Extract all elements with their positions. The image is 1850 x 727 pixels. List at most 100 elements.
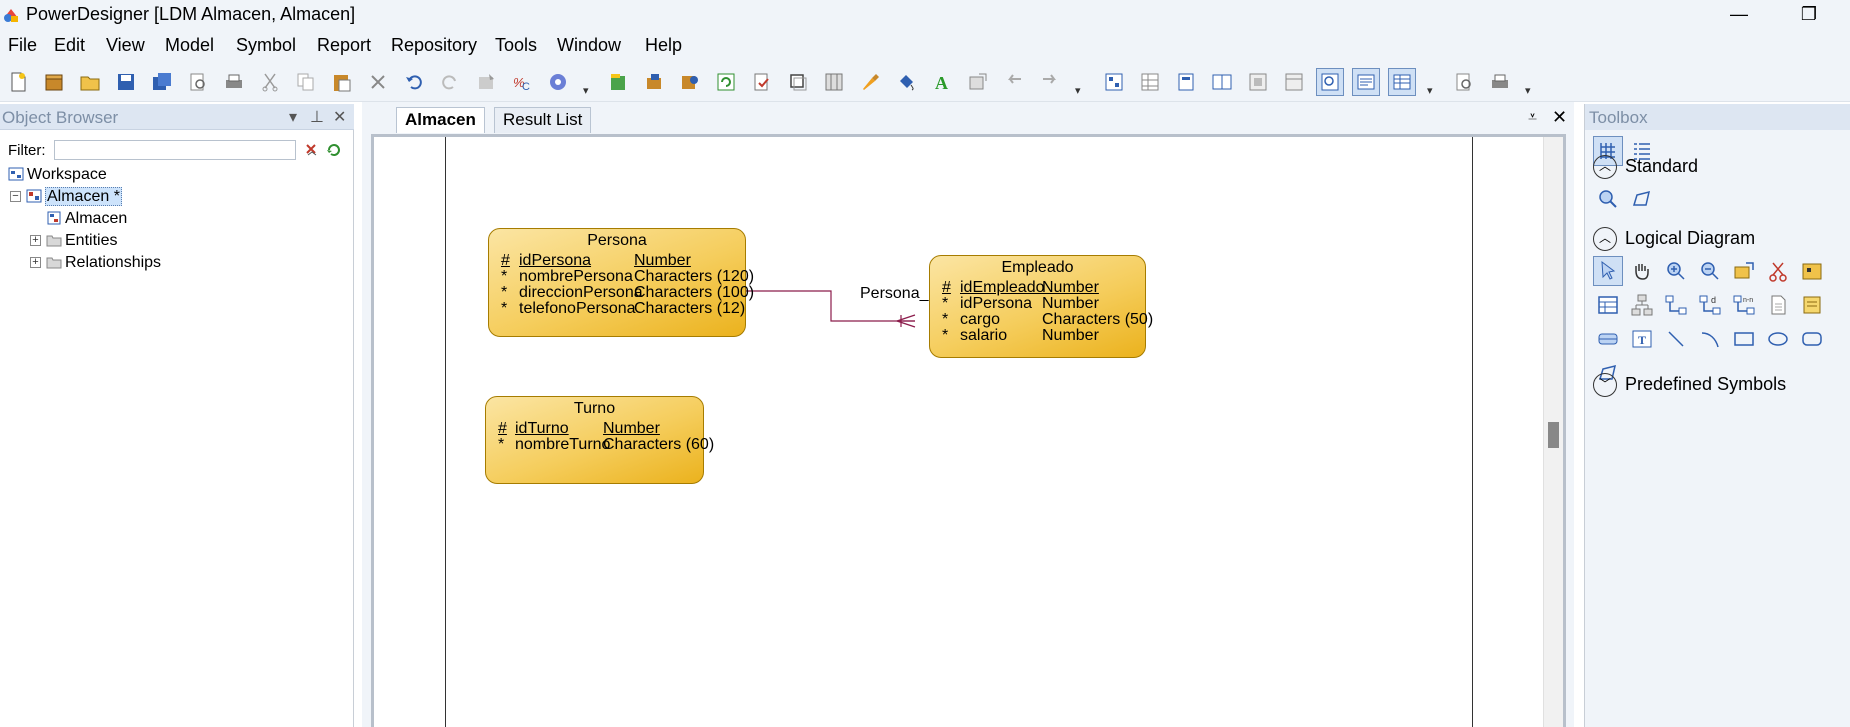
menu-repository[interactable]: Repository xyxy=(391,35,478,55)
check-in-icon[interactable] xyxy=(748,68,776,96)
toolbar-overflow-icon[interactable]: ▾ xyxy=(1427,85,1433,97)
print-icon[interactable] xyxy=(1486,68,1514,96)
menu-report[interactable]: Report xyxy=(317,35,372,55)
undo-icon[interactable] xyxy=(400,68,428,96)
tree-item-diagram[interactable]: Almacen xyxy=(46,210,127,230)
collapse-model-icon[interactable]: − xyxy=(10,191,21,202)
tree-item-model[interactable]: Almacen * xyxy=(26,187,122,208)
split-view-icon[interactable] xyxy=(1208,68,1236,96)
inheritance-tool-icon[interactable] xyxy=(1627,290,1657,320)
relationship-line[interactable] xyxy=(374,137,1546,727)
view-reference-tool-icon[interactable] xyxy=(1593,324,1623,354)
browser-view-icon[interactable] xyxy=(1280,68,1308,96)
open-package-tool-icon[interactable] xyxy=(1729,256,1759,286)
find-symbol-icon[interactable] xyxy=(1593,184,1623,214)
print-preview-icon[interactable] xyxy=(1450,68,1478,96)
toolbox-section-predefined-symbols[interactable]: ﹀ Predefined Symbols xyxy=(1585,370,1850,400)
check-model-icon[interactable]: %C xyxy=(508,68,536,96)
delete-icon[interactable] xyxy=(364,68,392,96)
menu-window[interactable]: Window xyxy=(557,35,622,55)
zoom-in-icon[interactable] xyxy=(1661,256,1691,286)
entity-turno[interactable]: Turno # idTurno Number * nombreTurno Cha… xyxy=(485,396,714,484)
generate-icon[interactable] xyxy=(544,68,572,96)
restore-button[interactable]: ❐ xyxy=(1800,4,1818,24)
zoom-out-icon[interactable] xyxy=(1695,256,1725,286)
cut-icon[interactable] xyxy=(256,68,284,96)
list-view-icon[interactable] xyxy=(1627,136,1657,166)
entity-tool-icon[interactable] xyxy=(1593,290,1623,320)
file-tool-icon[interactable] xyxy=(1763,290,1793,320)
minimize-button[interactable]: — xyxy=(1730,4,1748,24)
rectangle-tool-icon[interactable] xyxy=(1729,324,1759,354)
fill-color-icon[interactable] xyxy=(892,68,920,96)
tree-item-relationships[interactable]: Relationships xyxy=(46,254,161,274)
refresh-model-icon[interactable] xyxy=(712,68,740,96)
new-model-icon[interactable] xyxy=(604,68,632,96)
print-preview-icon[interactable] xyxy=(184,68,212,96)
section-collapse-icon[interactable]: ︿ xyxy=(1593,227,1617,251)
tree-item-workspace[interactable]: Workspace xyxy=(8,166,107,186)
object-browser-toggle-icon[interactable] xyxy=(1316,68,1344,96)
toolbar-overflow-icon[interactable]: ▾ xyxy=(1075,85,1081,97)
repository-icon[interactable] xyxy=(676,68,704,96)
note-tool-icon[interactable] xyxy=(1797,290,1827,320)
tab-almacen[interactable]: Almacen xyxy=(396,107,485,133)
diagram-view-icon[interactable] xyxy=(1100,68,1128,96)
redo-icon[interactable] xyxy=(436,68,464,96)
delete-tool-icon[interactable] xyxy=(1763,256,1793,286)
menu-help[interactable]: Help xyxy=(645,35,683,55)
import-icon[interactable] xyxy=(964,68,992,96)
toolbar-overflow-icon[interactable]: ▾ xyxy=(1525,85,1531,97)
grid-view-icon[interactable] xyxy=(1136,68,1164,96)
properties-icon[interactable] xyxy=(472,68,500,96)
dependency-tool-icon[interactable]: d xyxy=(1695,290,1725,320)
paste-icon[interactable] xyxy=(328,68,356,96)
menu-tools[interactable]: Tools xyxy=(495,35,538,55)
forward-icon[interactable] xyxy=(1036,68,1064,96)
toolbox-section-logical-diagram[interactable]: ︿ Logical Diagram xyxy=(1585,224,1850,254)
toolbox-section-standard[interactable]: ︿ Standard xyxy=(1585,152,1850,182)
new-icon[interactable] xyxy=(4,68,32,96)
brush-icon[interactable] xyxy=(856,68,884,96)
grabber-tool-icon[interactable] xyxy=(1627,256,1657,286)
pane-menu-icon[interactable]: ▾ xyxy=(289,109,298,126)
vertical-scrollbar[interactable] xyxy=(1543,137,1563,727)
menu-edit[interactable]: Edit xyxy=(54,35,86,55)
open-model-icon[interactable] xyxy=(640,68,668,96)
back-icon[interactable] xyxy=(1000,68,1028,96)
pointer-tool-icon[interactable] xyxy=(1593,256,1623,286)
open-package-icon[interactable] xyxy=(40,68,68,96)
properties-tool-icon[interactable] xyxy=(1797,256,1827,286)
close-icon[interactable]: ✕ xyxy=(333,109,347,126)
result-list-toggle-icon[interactable] xyxy=(1388,68,1416,96)
print-icon[interactable] xyxy=(220,68,248,96)
scrollbar-thumb[interactable] xyxy=(1548,422,1559,448)
menu-view[interactable]: View xyxy=(106,35,145,55)
save-all-icon[interactable] xyxy=(148,68,176,96)
ellipse-tool-icon[interactable] xyxy=(1763,324,1793,354)
layout-icon[interactable] xyxy=(820,68,848,96)
line-tool-icon[interactable] xyxy=(1661,324,1691,354)
save-icon[interactable] xyxy=(112,68,140,96)
toolbar-overflow-icon[interactable]: ▾ xyxy=(583,85,589,97)
clear-filter-icon[interactable] xyxy=(304,142,320,158)
page-view-icon[interactable] xyxy=(1172,68,1200,96)
many-to-many-tool-icon[interactable]: n-n xyxy=(1729,290,1759,320)
expand-relationships-icon[interactable]: + xyxy=(30,257,41,268)
expand-entities-icon[interactable]: + xyxy=(30,235,41,246)
arc-tool-icon[interactable] xyxy=(1695,324,1725,354)
polygon-tool-icon[interactable] xyxy=(1627,184,1657,214)
rounded-rectangle-tool-icon[interactable] xyxy=(1797,324,1827,354)
tab-result-list[interactable]: Result List xyxy=(494,107,592,133)
menu-model[interactable]: Model xyxy=(165,35,215,55)
outline-view-icon[interactable] xyxy=(1244,68,1272,96)
relationship-tool-icon[interactable] xyxy=(1661,290,1691,320)
copy-icon[interactable] xyxy=(292,68,320,96)
open-folder-icon[interactable] xyxy=(76,68,104,96)
menu-file[interactable]: File xyxy=(8,35,38,55)
tree-item-entities[interactable]: Entities xyxy=(46,232,117,252)
text-tool-icon[interactable]: T xyxy=(1627,324,1657,354)
entity-persona[interactable]: Persona # idPersona Number * nombrePerso… xyxy=(488,228,754,337)
close-document-icon[interactable]: ✕ xyxy=(1552,107,1568,127)
section-expand-icon[interactable]: ﹀ xyxy=(1593,373,1617,397)
